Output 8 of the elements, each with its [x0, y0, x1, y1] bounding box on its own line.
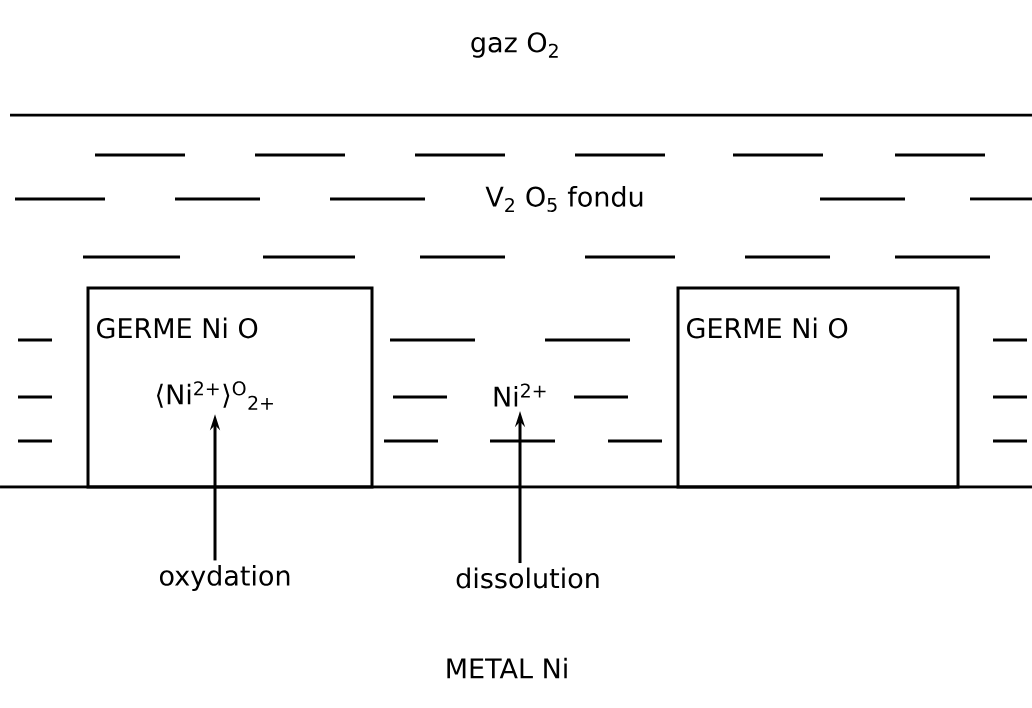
- text-label: Ni$^{2+}$: [494, 383, 546, 407]
- nucleus-box: GERME Ni O: [676, 286, 960, 489]
- text-label: METAL Ni: [447, 657, 567, 679]
- formula: ⟨Ni$^{2+}$⟩$^{O}$2+: [157, 381, 273, 410]
- text-label: oxydation: [160, 564, 290, 592]
- text-label: V$_{2}$ O$_{5}$ fondu: [485, 186, 643, 212]
- text-label: gaz O$_{2}$: [471, 32, 558, 58]
- text-label: dissolution: [456, 567, 599, 589]
